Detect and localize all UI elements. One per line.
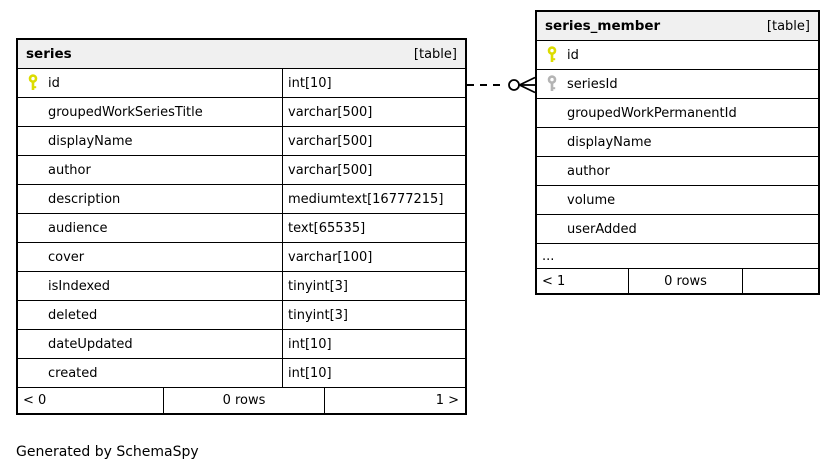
table-series-name[interactable]: series (26, 46, 72, 62)
column-name: deleted (48, 307, 98, 323)
column-name: audience (48, 220, 108, 236)
pager-children-count: < 1 (537, 269, 629, 293)
crowfoot-many-marker (519, 76, 536, 94)
generator-note: Generated by SchemaSpy (16, 444, 199, 460)
table-series-member: series_member [table] id seriesId (535, 10, 820, 295)
table-row: author varchar[500] (18, 156, 465, 185)
table-row: author (537, 157, 818, 186)
table-row: dateUpdated int[10] (18, 330, 465, 359)
column-type: tinyint[3] (288, 307, 349, 323)
primary-key-icon (28, 74, 38, 90)
column-type: int[10] (288, 336, 332, 352)
table-row: groupedWorkSeriesTitle varchar[500] (18, 98, 465, 127)
table-row: userAdded (537, 215, 818, 244)
table-row: id (537, 41, 818, 70)
table-row: volume (537, 186, 818, 215)
relationship-connector (467, 76, 536, 94)
column-type: int[10] (288, 365, 332, 381)
table-type-tag: [table] (766, 18, 810, 34)
column-name: groupedWorkSeriesTitle (48, 104, 203, 120)
table-row: audience text[65535] (18, 214, 465, 243)
column-name: author (567, 163, 610, 179)
table-pager: < 1 0 rows (537, 269, 818, 293)
column-name: groupedWorkPermanentId (567, 105, 737, 121)
pager-children-count: < 0 (18, 388, 164, 413)
table-row: cover varchar[100] (18, 243, 465, 272)
column-type: varchar[500] (288, 104, 373, 120)
column-name: seriesId (567, 76, 618, 92)
column-type: mediumtext[16777215] (288, 191, 444, 207)
column-type: varchar[100] (288, 249, 373, 265)
primary-key-icon (547, 46, 557, 62)
table-series-member-header[interactable]: series_member [table] (537, 12, 818, 41)
pager-parents-count: 1 > (435, 393, 459, 408)
table-row: deleted tinyint[3] (18, 301, 465, 330)
column-name: id (48, 75, 60, 91)
table-series: series [table] id int[10] groupedWorkSer… (16, 38, 467, 415)
column-name: volume (567, 192, 616, 208)
column-type: tinyint[3] (288, 278, 349, 294)
column-type: text[65535] (288, 220, 366, 236)
column-name: description (48, 191, 121, 207)
column-name: userAdded (567, 221, 637, 237)
table-row: description mediumtext[16777215] (18, 185, 465, 214)
column-name: cover (48, 249, 85, 265)
pager-row-count: 0 rows (629, 269, 743, 293)
column-name: id (567, 47, 579, 63)
columns-ellipsis: ... (537, 244, 818, 269)
column-type: varchar[500] (288, 162, 373, 178)
pager-parents-count (743, 269, 818, 293)
table-series-header[interactable]: series [table] (18, 40, 465, 69)
foreign-key-icon (547, 75, 557, 91)
column-name: displayName (567, 134, 652, 150)
column-type: varchar[500] (288, 133, 373, 149)
table-pager: < 0 0 rows 1 > (18, 388, 465, 413)
column-name: dateUpdated (48, 336, 133, 352)
pager-row-count: 0 rows (164, 388, 325, 413)
column-name: created (48, 365, 98, 381)
table-series-member-name[interactable]: series_member (545, 18, 661, 34)
table-row: isIndexed tinyint[3] (18, 272, 465, 301)
zero-or-one-circle-marker (508, 79, 520, 91)
column-type: int[10] (288, 75, 332, 91)
column-name: isIndexed (48, 278, 111, 294)
table-type-tag: [table] (413, 46, 457, 62)
table-row: created int[10] (18, 359, 465, 388)
column-name: displayName (48, 133, 133, 149)
table-row: displayName varchar[500] (18, 127, 465, 156)
table-row: groupedWorkPermanentId (537, 99, 818, 128)
table-row: seriesId (537, 70, 818, 99)
column-name: author (48, 162, 91, 178)
table-row: displayName (537, 128, 818, 157)
table-row: id int[10] (18, 69, 465, 98)
